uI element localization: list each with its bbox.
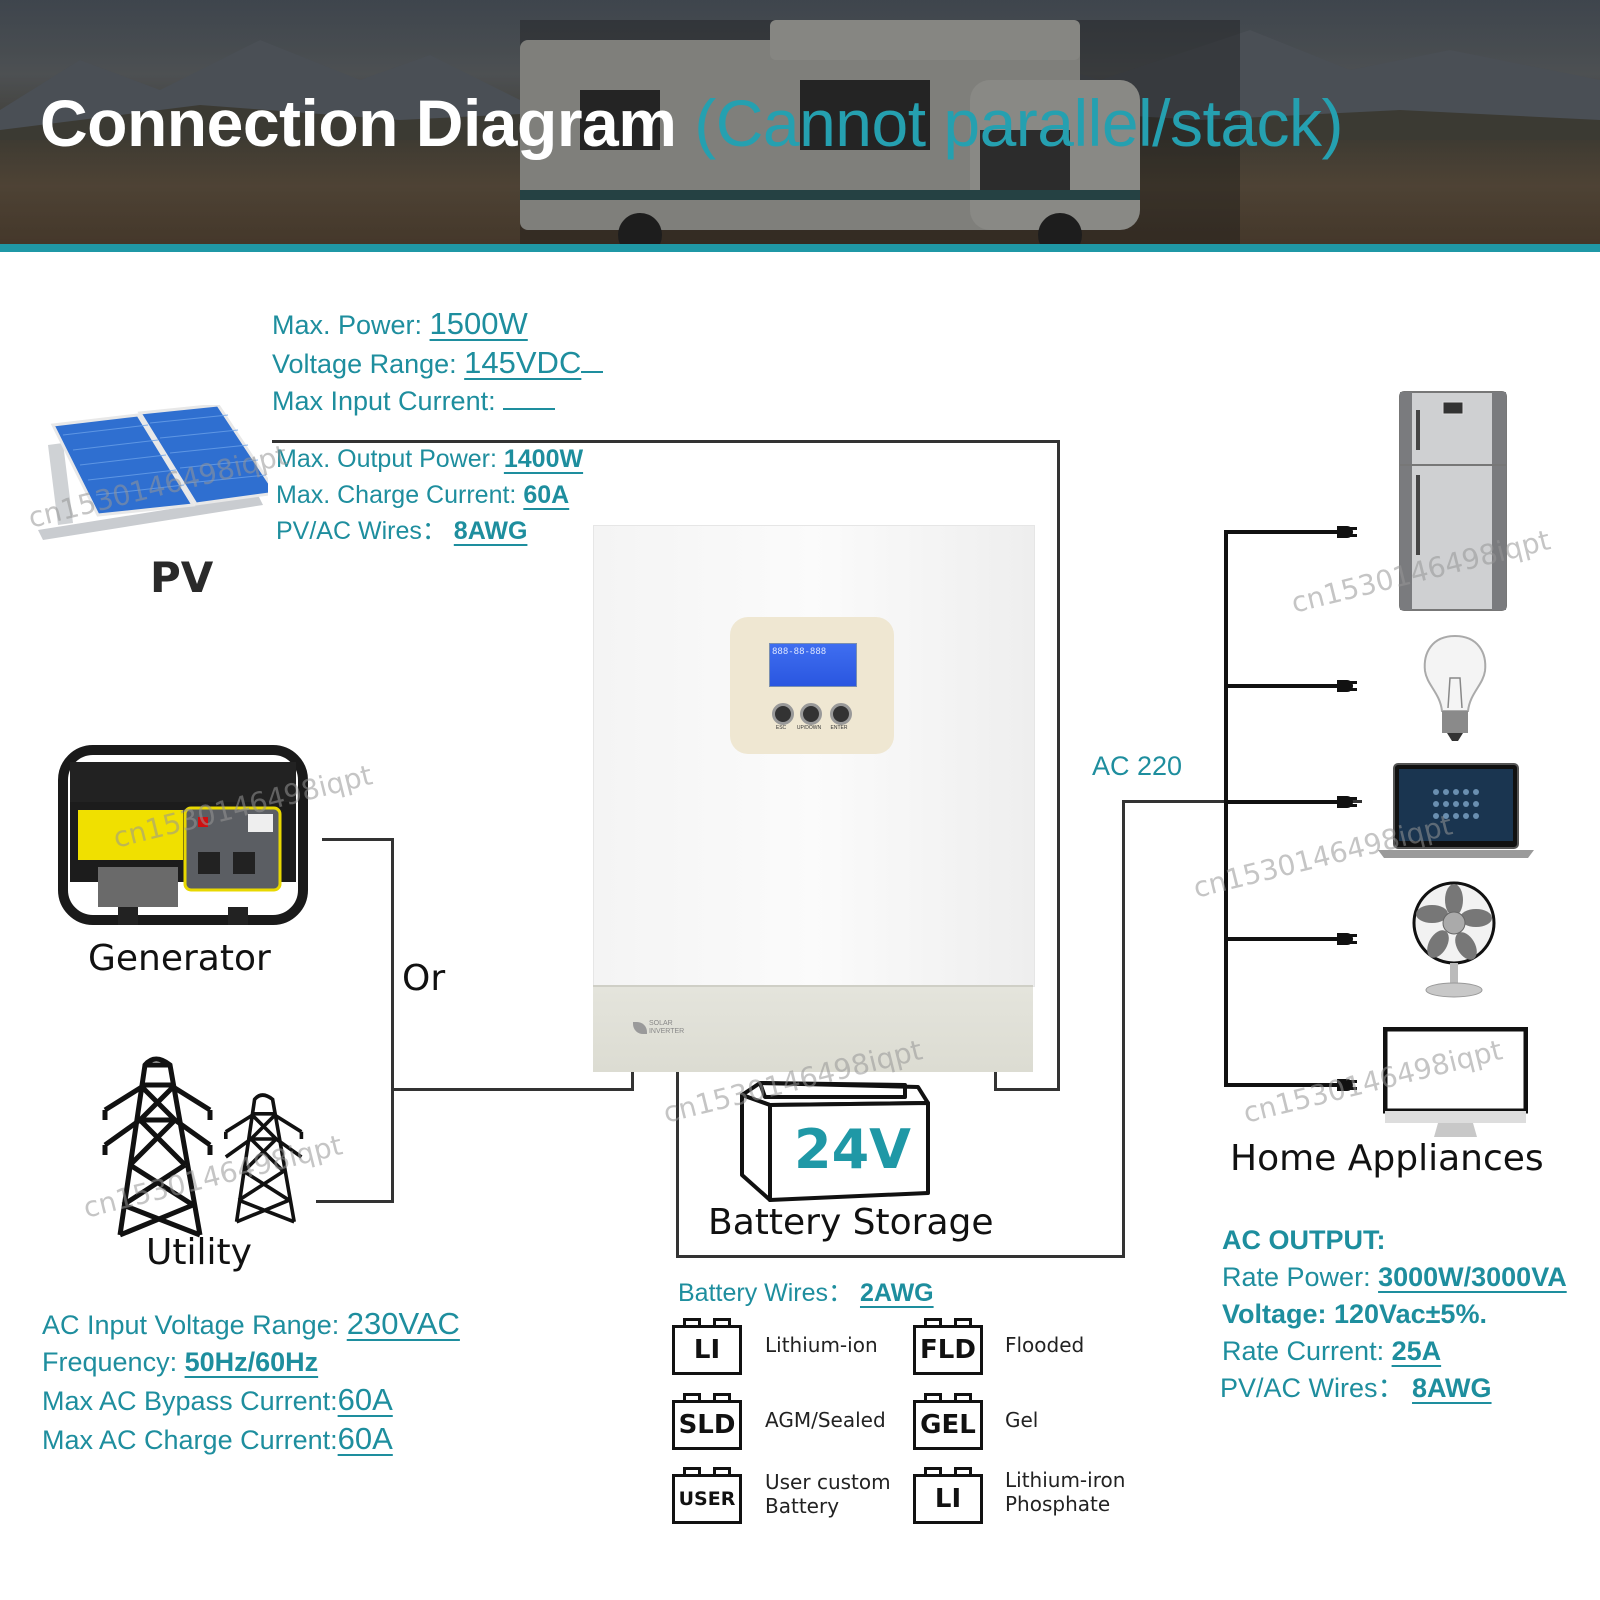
battery-type-gel-icon: GEL <box>913 1393 983 1450</box>
refrigerator-icon <box>1399 391 1507 611</box>
pv-spec-max-input-current: Max Input Current: <box>272 383 603 420</box>
blank-value <box>503 386 556 410</box>
light-bulb-icon <box>1423 634 1487 741</box>
spec-rate-current: Rate Current: 25A <box>1222 1336 1442 1366</box>
inverter-control-panel: 888-88-888 ESC UP/DOWN ENTER <box>730 617 894 754</box>
spec-pv-ac-wires: PV/AC Wires： 8AWG <box>276 517 528 545</box>
ac-input-drop <box>631 1065 634 1091</box>
generator-wire <box>322 838 394 841</box>
solar-panel-icon <box>38 405 268 540</box>
spec-max-ac-bypass-current: Max AC Bypass Current:60A <box>42 1382 393 1417</box>
ac-220-label: AC 220 <box>1092 751 1183 781</box>
plug-icon <box>1337 1079 1357 1091</box>
battery-type-user-icon: USER <box>672 1467 742 1524</box>
inverter-body <box>593 525 1035 987</box>
ac-output-heading: AC OUTPUT: <box>1222 1225 1386 1255</box>
spec-ac-input-voltage-range: AC Input Voltage Range: 230VAC <box>42 1306 460 1341</box>
enter-button[interactable] <box>830 703 852 725</box>
title-subtitle: (Cannot parallel/stack) <box>694 86 1344 160</box>
battery-voltage: 24V <box>794 1118 911 1181</box>
spec-voltage: Voltage: 120Vac±5%. <box>1222 1299 1487 1329</box>
pv-wire-horizontal <box>272 440 1060 443</box>
header-banner: Connection Diagram (Cannot parallel/stac… <box>0 0 1600 248</box>
battery-type-desc: Lithium-ion <box>765 1333 878 1357</box>
spec-frequency: Frequency: 50Hz/60Hz <box>42 1347 319 1377</box>
ac-input-specs: AC Input Voltage Range: 230VAC Frequency… <box>42 1305 460 1459</box>
inverter-specs: Max. Output Power: 1400W Max. Charge Cur… <box>276 441 583 549</box>
solar-inverter: 888-88-888 ESC UP/DOWN ENTER SOLAR INVER… <box>593 525 1035 1072</box>
battery-type-desc: AGM/Sealed <box>765 1408 886 1432</box>
utility-wire <box>316 1200 394 1203</box>
plug-icon <box>1337 796 1357 808</box>
branch-wire-2 <box>1224 684 1342 688</box>
header-divider <box>0 244 1600 252</box>
appliance-bus-wire <box>1224 530 1228 1085</box>
spec-rate-power: Rate Power: 3000W/3000VA <box>1222 1262 1567 1292</box>
laptop-icon <box>1378 763 1534 858</box>
up-down-label: UP/DOWN <box>796 725 822 731</box>
ac-output-specs: AC OUTPUT: Rate Power: 3000W/3000VA Volt… <box>1220 1222 1567 1407</box>
spec-max-output-power: Max. Output Power: 1400W <box>276 445 584 473</box>
battery-type-lifepo4-icon: LI <box>913 1467 983 1524</box>
pv-label: PV <box>150 553 214 602</box>
page-title: Connection Diagram (Cannot parallel/stac… <box>40 85 1344 161</box>
inverter-logo: SOLAR INVERTER <box>633 1020 684 1036</box>
battery-wires-spec: Battery Wires： 2AWG <box>678 1279 934 1307</box>
ac-input-bus-wire <box>391 838 394 1203</box>
esc-button[interactable] <box>772 703 794 725</box>
branch-wire-1 <box>1224 530 1342 534</box>
plug-icon <box>1337 680 1357 692</box>
battery-type-fld-icon: FLD <box>913 1318 983 1375</box>
battery-type-desc: Flooded <box>1005 1333 1085 1357</box>
spec-max-ac-charge-current: Max AC Charge Current:60A <box>42 1421 393 1456</box>
battery-wire-bottom <box>676 1255 1124 1258</box>
branch-wire-3 <box>1224 800 1342 804</box>
utility-tower-icon <box>102 1056 304 1238</box>
generator-label: Generator <box>88 938 271 979</box>
spec-ac-output-wires: PV/AC Wires： 8AWG <box>1220 1373 1492 1403</box>
branch-wire-4 <box>1224 937 1342 941</box>
enter-label: ENTER <box>830 725 848 731</box>
or-label: Or <box>402 958 446 999</box>
pv-wire-to-inverter <box>994 1088 1060 1091</box>
spec-max-charge-current: Max. Charge Current: 60A <box>276 481 570 509</box>
plug-icon <box>1337 933 1357 945</box>
home-appliances-label: Home Appliances <box>1230 1138 1544 1179</box>
pv-spec-max-power: Max. Power: 1500W <box>272 306 528 341</box>
leaf-logo-icon <box>633 1022 647 1034</box>
battery-storage-label: Battery Storage <box>708 1202 994 1243</box>
ac-input-to-inverter-wire <box>391 1088 634 1091</box>
fan-icon <box>1412 881 1496 998</box>
inverter-base <box>593 985 1033 1072</box>
monitor-icon <box>1383 1027 1528 1137</box>
pv-wire-drop <box>994 1065 997 1090</box>
battery-type-li-icon: LI <box>672 1318 742 1375</box>
pv-specs: Max. Power: 1500W Voltage Range: 145VDC … <box>272 305 604 420</box>
esc-label: ESC <box>775 725 787 731</box>
ac-output-wire-vertical <box>1122 800 1125 1258</box>
battery-type-sld-icon: SLD <box>672 1393 742 1450</box>
pv-wire-vertical <box>1057 440 1060 1090</box>
up-down-button[interactable] <box>800 703 822 725</box>
generator-icon <box>58 745 308 925</box>
plug-icon <box>1337 526 1357 538</box>
battery-type-desc: Gel <box>1005 1408 1039 1432</box>
pv-spec-voltage-range: Voltage Range: 145VDC <box>272 344 604 383</box>
branch-wire-5 <box>1224 1083 1342 1087</box>
battery-wire-vertical <box>676 1068 679 1258</box>
battery-icon <box>740 1081 930 1202</box>
utility-label: Utility <box>146 1232 252 1273</box>
rv-camper-image <box>520 20 1240 245</box>
lcd-display: 888-88-888 <box>769 643 857 687</box>
title-main: Connection Diagram <box>40 86 677 160</box>
